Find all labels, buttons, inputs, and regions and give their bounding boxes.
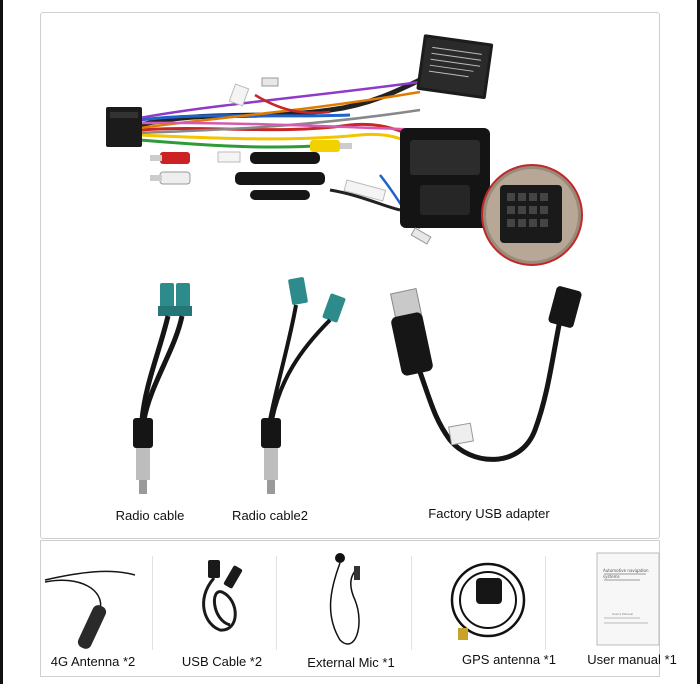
manual-cover-title: Automotive navigation systems bbox=[603, 568, 649, 579]
accessories-panel bbox=[40, 540, 660, 677]
gps-antenna-label: GPS antenna *1 bbox=[462, 652, 556, 667]
usb-adapter-label: Factory USB adapter bbox=[428, 506, 550, 521]
wiring-harness bbox=[106, 34, 494, 245]
external-mic-image bbox=[329, 553, 360, 645]
radio-cable2-image bbox=[261, 277, 346, 494]
gps-antenna-image bbox=[450, 562, 526, 640]
accessory-divider bbox=[545, 556, 546, 650]
user-manual-image bbox=[596, 552, 660, 646]
radio-cable-label: Radio cable bbox=[115, 508, 185, 523]
accessory-divider bbox=[276, 556, 277, 650]
connector-zoom-inset bbox=[481, 164, 583, 266]
manual-cover-subtitle: User's Manual bbox=[612, 612, 634, 616]
accessory-divider bbox=[411, 556, 412, 650]
radio-cable2-label: Radio cable2 bbox=[232, 508, 308, 523]
antenna-4g-image bbox=[44, 570, 136, 649]
usb-cable-label: USB Cable *2 bbox=[181, 654, 263, 669]
right-border bbox=[697, 0, 700, 684]
usb-cable-image bbox=[202, 560, 243, 632]
external-mic-label: External Mic *1 bbox=[307, 655, 395, 670]
radio-cable-image bbox=[133, 283, 192, 494]
accessory-divider bbox=[152, 556, 153, 650]
usb-adapter-image bbox=[389, 286, 582, 462]
left-border bbox=[0, 0, 3, 684]
antenna-4g-label: 4G Antenna *2 bbox=[50, 654, 136, 669]
user-manual-label: User manual *1 bbox=[587, 652, 677, 667]
